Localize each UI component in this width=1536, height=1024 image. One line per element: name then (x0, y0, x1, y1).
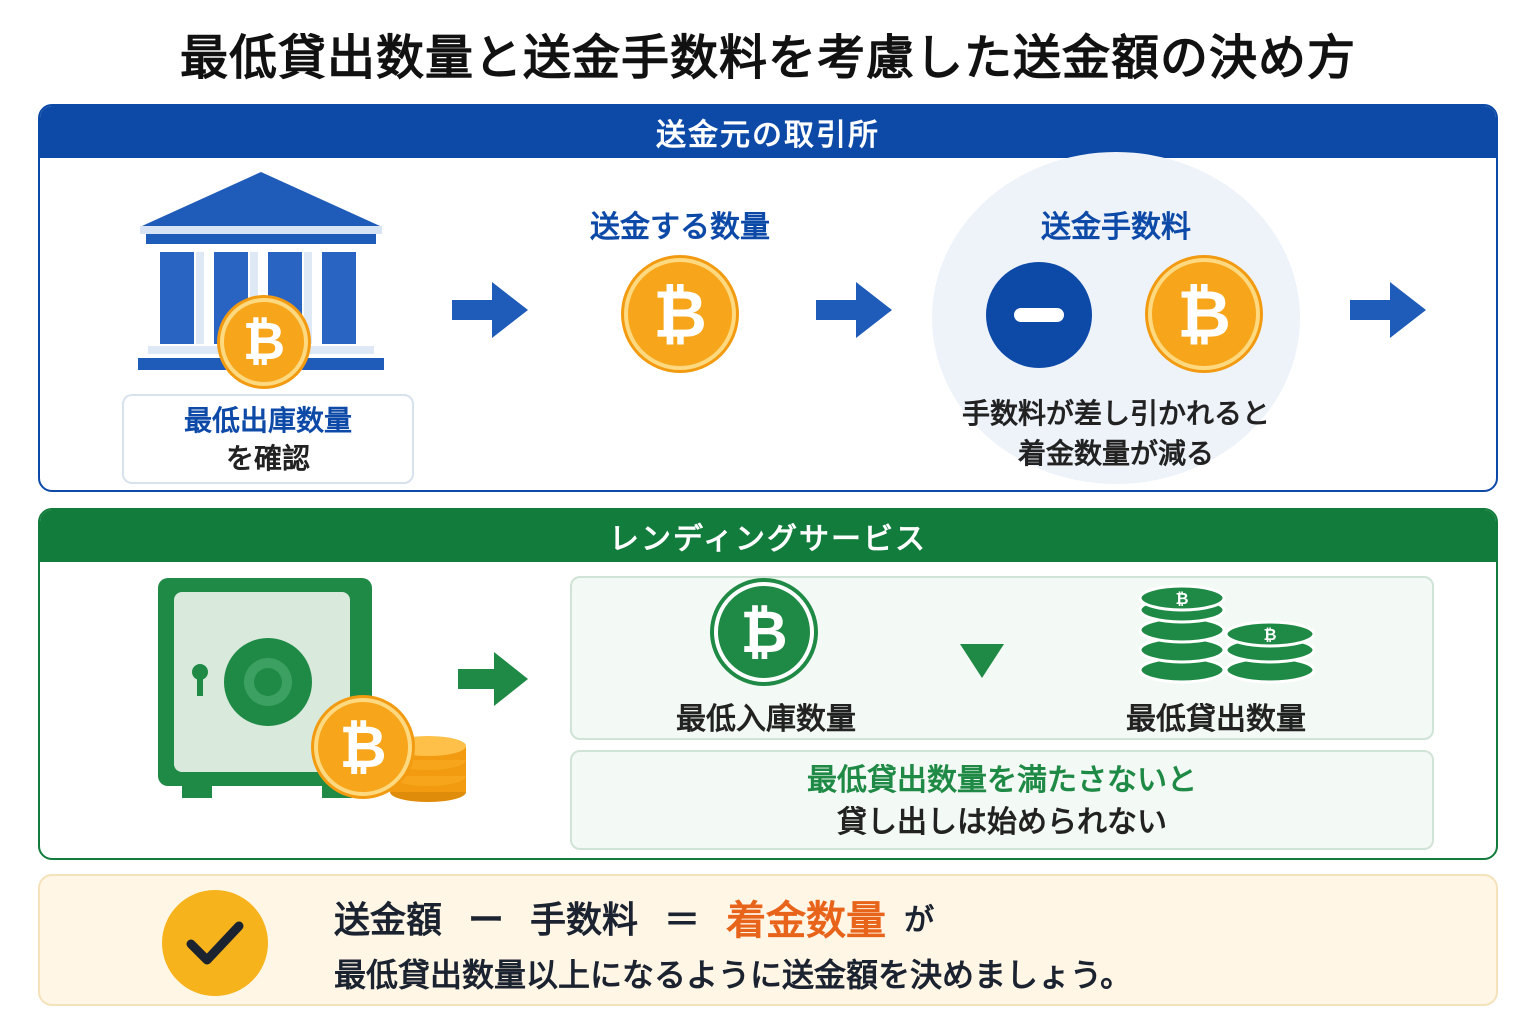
bitcoin-coin-icon: ₿ (220, 298, 308, 386)
send-amount-label: 送金する数量 (590, 210, 770, 245)
minus-circle-icon (986, 262, 1092, 368)
lending-note-box: 最低貸出数量を満たさないと 貸し出しは始められない (570, 750, 1434, 850)
min-withdraw-check-box: 最低出庫数量 を確認 (122, 394, 414, 484)
bitcoin-coin-icon: ₿ (314, 698, 412, 796)
exchange-header: 送金元の取引所 (40, 106, 1496, 158)
lending-header: レンディングサービス (40, 510, 1496, 562)
svg-text:₿: ₿ (1175, 589, 1188, 608)
page-title: 最低貸出数量と送金手数料を考慮した送金額の決め方 (179, 30, 1356, 86)
summary-line2: 最低貸出数量以上になるように送金額を決めましょう。 (334, 956, 1133, 994)
summary-panel: 送金額 ー 手数料 ＝ 着金数量 が 最低貸出数量以上になるように送金額を決めま… (38, 874, 1498, 1006)
received-amount-term: 着金数量 (726, 898, 887, 944)
coin-stack-icon (386, 734, 470, 804)
min-lending-label: 最低貸出数量 (1126, 702, 1306, 737)
lending-note-line2: 貸し出しは始められない (837, 805, 1167, 840)
arrow-right-icon (1350, 282, 1426, 342)
check-label: を確認 (225, 442, 310, 475)
fee-note-line2: 着金数量が減る (1017, 437, 1214, 470)
fee-term: 手数料 (530, 900, 639, 941)
min-deposit-label: 最低入庫数量 (676, 702, 856, 737)
triangle-down-icon (960, 644, 1004, 682)
arrow-right-icon (816, 282, 892, 342)
fee-note-line1: 手数料が差し引かれると (961, 397, 1270, 430)
bitcoin-coin-icon: ₿ (714, 582, 814, 682)
summary-formula: 送金額 ー 手数料 ＝ 着金数量 が (334, 892, 935, 944)
bitcoin-coin-icon: ₿ (1148, 258, 1260, 370)
send-amount-term: 送金額 (334, 900, 443, 941)
svg-text:₿: ₿ (1263, 625, 1276, 644)
bitcoin-coin-icon: ₿ (624, 258, 736, 370)
lending-note-line1: 最低貸出数量を満たさないと (807, 763, 1197, 798)
coin-stack-icon: ₿ ₿ (1136, 584, 1320, 684)
arrow-right-icon (452, 282, 528, 342)
minus-sign: ー (468, 900, 505, 941)
ga-particle: が (904, 903, 935, 938)
checkmark-icon (162, 890, 268, 996)
min-withdraw-label: 最低出庫数量 (183, 404, 352, 437)
arrow-right-icon (458, 652, 528, 710)
lending-panel: レンディングサービス ₿ ₿ (38, 508, 1498, 860)
exchange-panel: 送金元の取引所 ₿ 最低出庫数量 を確認 送金する数量 ₿ 送金手数料 (38, 104, 1498, 492)
equals-sign: ＝ (664, 900, 701, 941)
fee-label: 送金手数料 (1041, 210, 1191, 245)
